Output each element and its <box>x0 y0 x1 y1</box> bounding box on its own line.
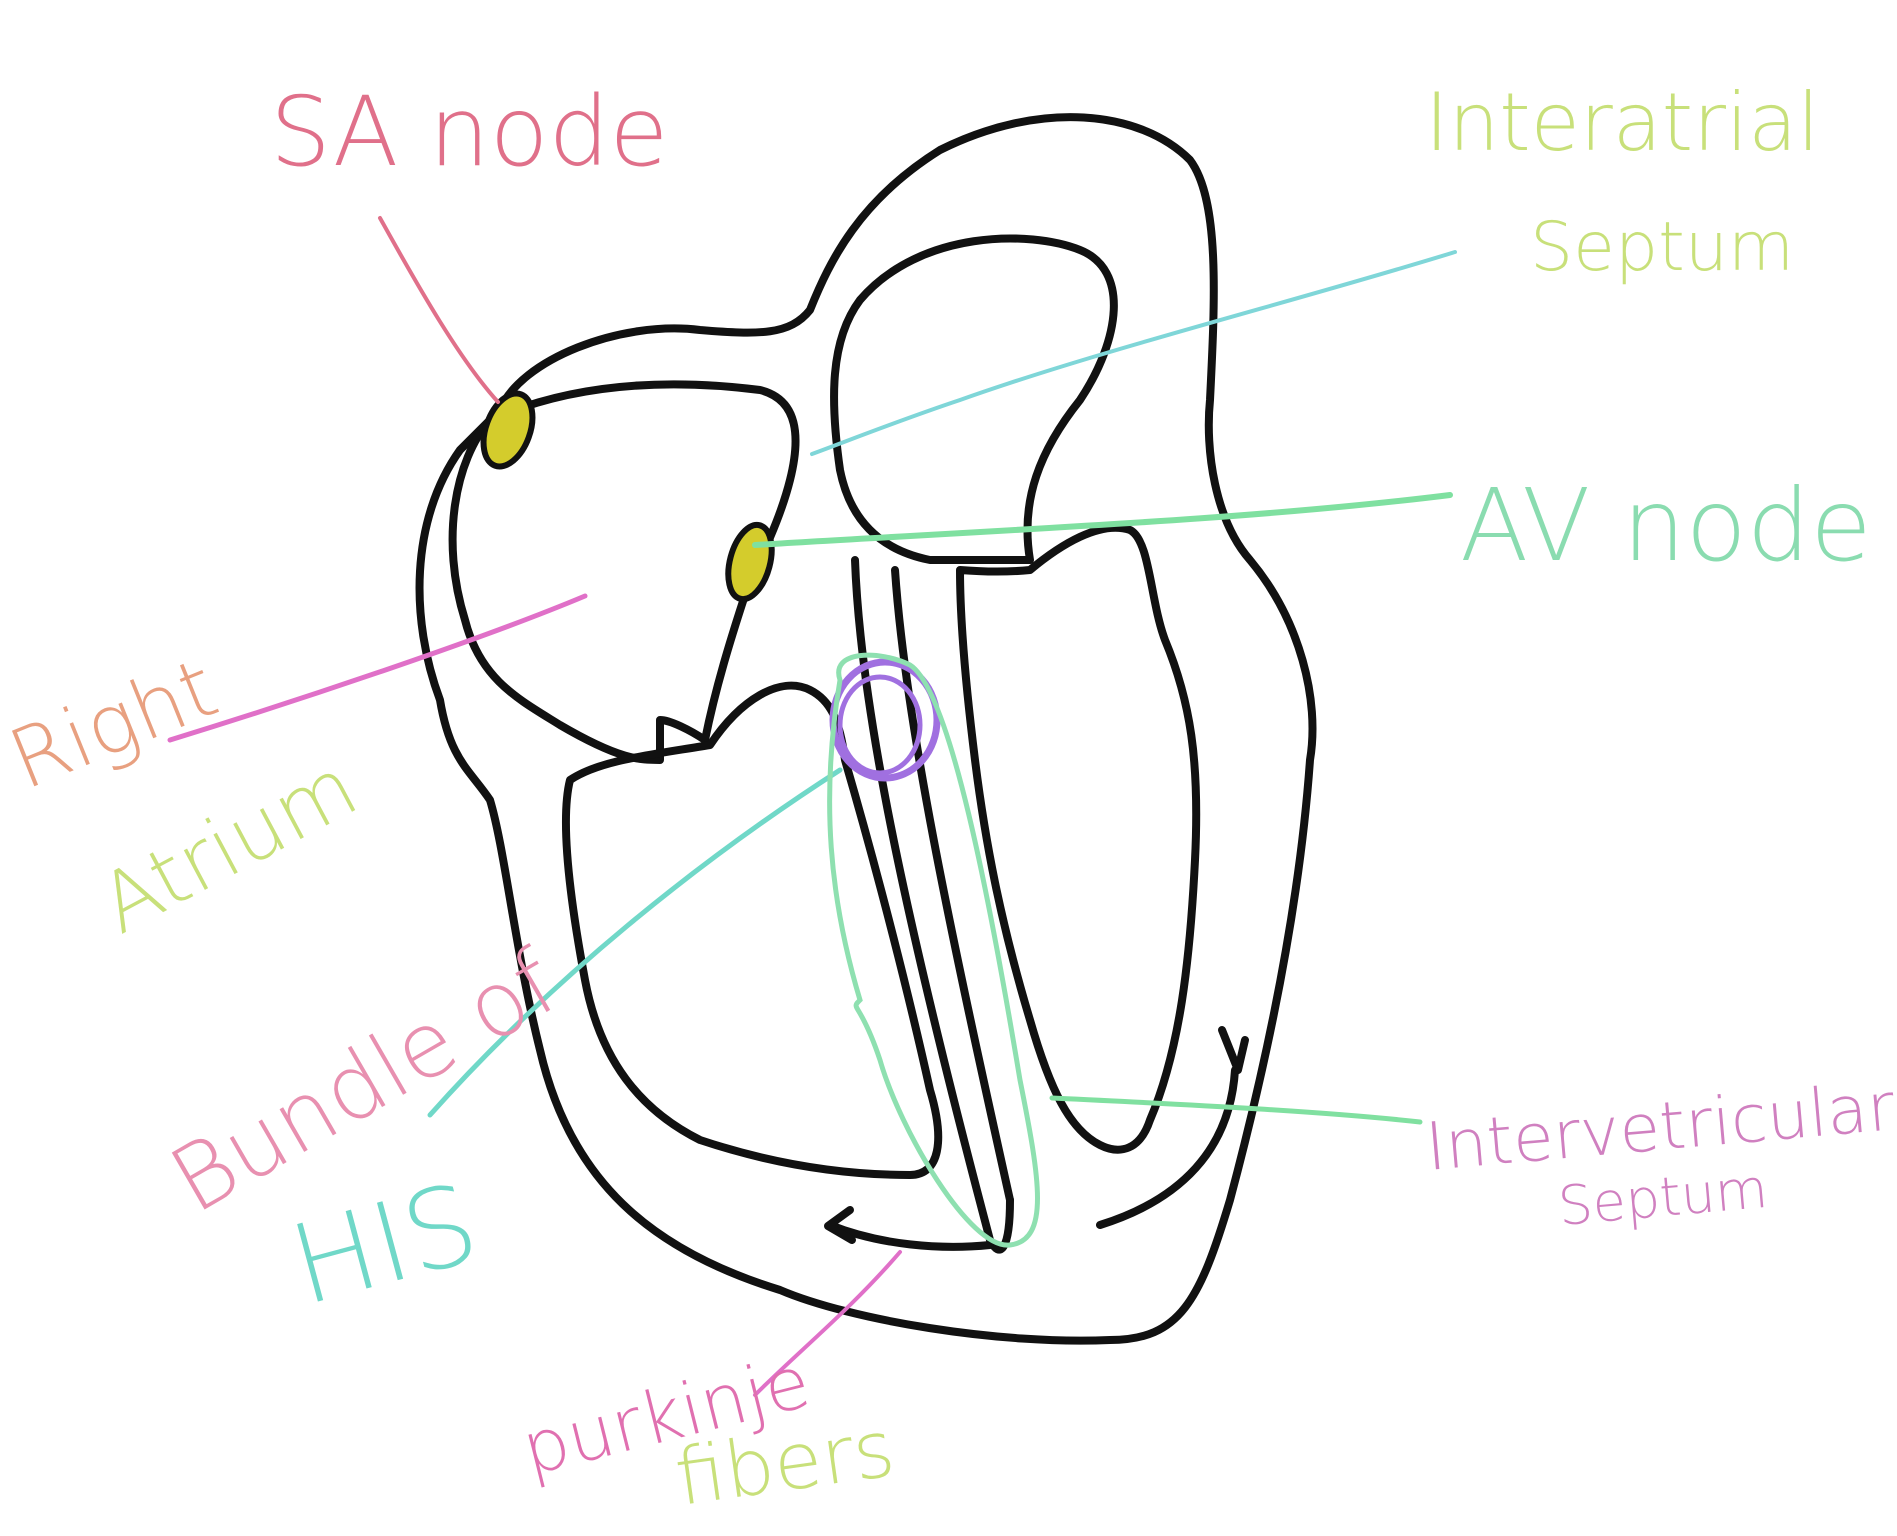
right-atrium-label-line1: Right <box>0 641 230 809</box>
av-node-pointer <box>752 492 1453 548</box>
heart-myocardium-wall <box>415 113 1317 1345</box>
purkinje-fiber-loop <box>827 652 1040 1248</box>
av-node <box>725 521 775 603</box>
sa-node <box>480 390 536 470</box>
purkinje-bottom-arrow <box>826 1221 994 1251</box>
right-atrium-label-line2: Atrium <box>85 740 373 953</box>
purkinje-right-arrowhead <box>1218 1026 1249 1074</box>
interatrial-label-line2: Septum <box>1530 208 1794 287</box>
left-ventricle-chamber <box>956 523 1201 1154</box>
right-atrium-pointer <box>167 593 588 743</box>
purkinje-right-arrow <box>1096 1066 1239 1229</box>
septum-line-right <box>891 566 1014 1204</box>
bundle-of-his-pointer <box>427 767 843 1118</box>
purkinje-bottom-arrowhead <box>824 1206 856 1244</box>
av-node-label: AV node <box>1460 467 1872 584</box>
bundle-of-his-circle-inner <box>837 674 923 776</box>
purkinje-pointer <box>753 1250 902 1397</box>
left-atrium-chamber <box>830 234 1118 565</box>
interventricular-pointer <box>1049 1095 1423 1125</box>
septum-line-left <box>851 556 994 1244</box>
sa-node-pointer <box>378 216 500 404</box>
interatrial-label-line1: Interatrial <box>1425 76 1820 169</box>
sa-node-label: SA node <box>270 76 668 188</box>
bundle-of-his-label-line2: HIS <box>279 1159 491 1331</box>
interatrial-pointer <box>810 250 1457 456</box>
